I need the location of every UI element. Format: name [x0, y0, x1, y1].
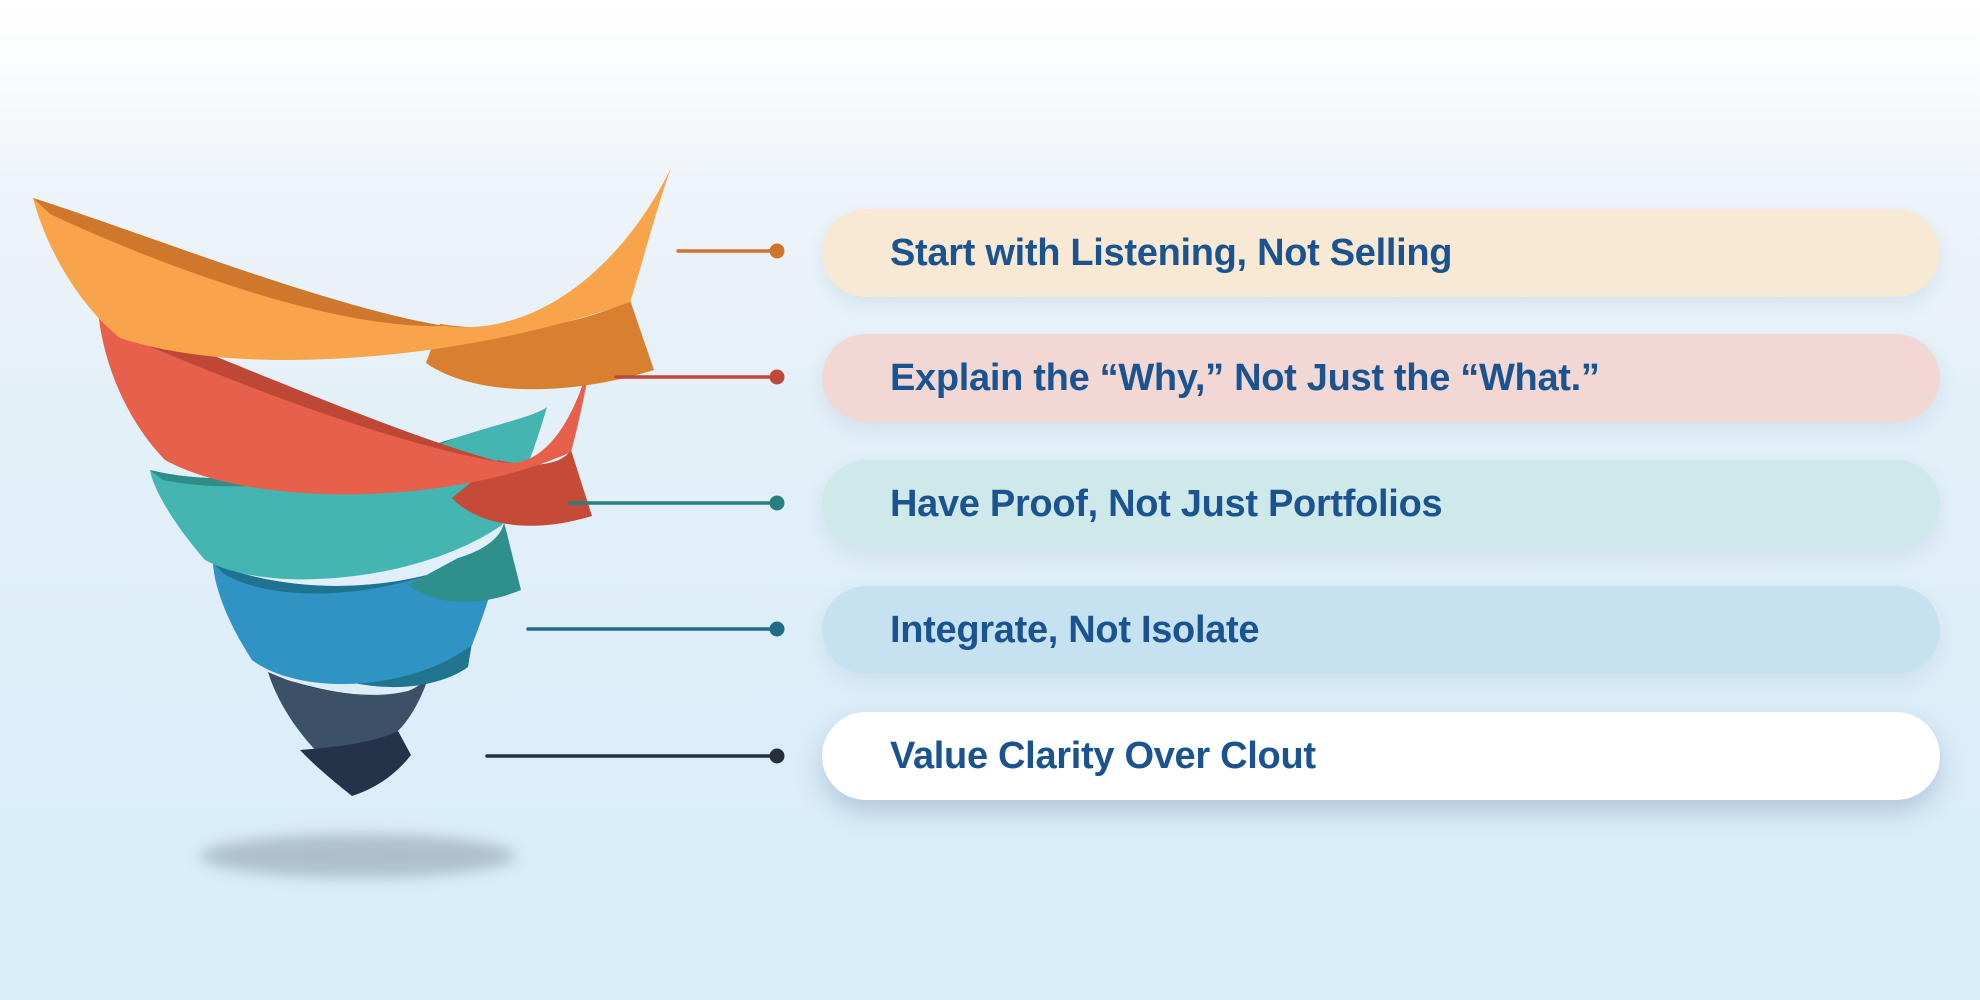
- band-2-front: [98, 310, 599, 495]
- label-pill-2: Explain the “Why,” Not Just the “What.”: [822, 334, 1940, 422]
- funnel-band-4: [213, 532, 507, 688]
- band-5-front: [268, 656, 434, 766]
- band-1-front: [33, 168, 671, 361]
- connector-dot-5: [769, 748, 785, 764]
- funnel-band-2: [98, 310, 599, 526]
- band-3-tail: [408, 522, 521, 602]
- label-pill-3: Have Proof, Not Just Portfolios: [822, 460, 1940, 548]
- label-text-3: Have Proof, Not Just Portfolios: [890, 482, 1443, 525]
- connector-dot-1: [769, 243, 785, 259]
- label-pill-5: Value Clarity Over Clout: [822, 712, 1940, 800]
- band-2-tail: [452, 450, 592, 526]
- label-text-2: Explain the “Why,” Not Just the “What.”: [890, 356, 1600, 399]
- label-text-1: Start with Listening, Not Selling: [890, 231, 1453, 274]
- connector-dot-2: [769, 369, 785, 385]
- connector-dot-3: [769, 495, 785, 511]
- label-pill-1: Start with Listening, Not Selling: [822, 209, 1940, 297]
- funnel-band-5: [268, 656, 434, 796]
- label-pill-4: Integrate, Not Isolate: [822, 586, 1940, 674]
- label-text-4: Integrate, Not Isolate: [890, 608, 1260, 651]
- band-4-lip: [213, 560, 470, 594]
- funnel-ground-shadow: [200, 834, 516, 878]
- band-1-tail: [426, 300, 654, 390]
- funnel-band-1: [33, 168, 671, 390]
- band-5-tip: [300, 731, 411, 796]
- band-4-front: [213, 532, 507, 685]
- connector-dot-4: [769, 621, 785, 637]
- label-text-5: Value Clarity Over Clout: [890, 734, 1316, 777]
- connectors: [485, 243, 785, 764]
